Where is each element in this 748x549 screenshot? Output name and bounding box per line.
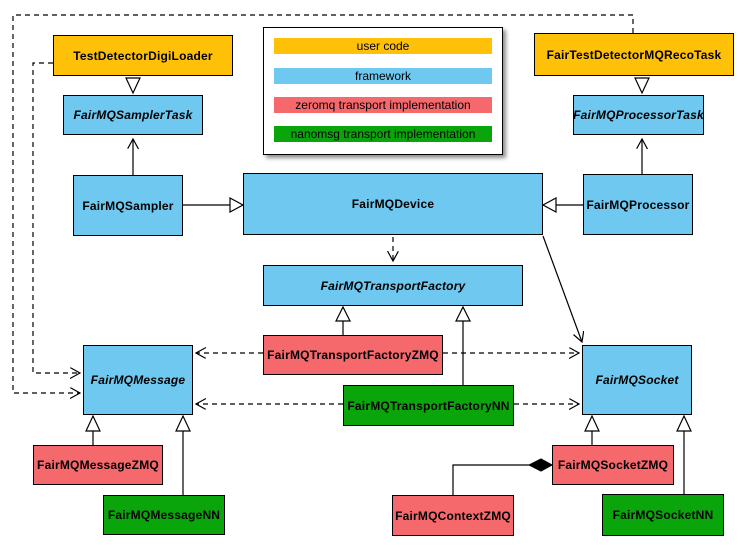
- triangle-processor-device: [541, 196, 557, 214]
- triangle-socketnn-socket: [676, 414, 692, 432]
- node-fairmq-transport-factory: FairMQTransportFactory: [263, 265, 523, 306]
- node-fairmq-message: FairMQMessage: [83, 345, 193, 415]
- node-fairmq-sampler-task: FairMQSamplerTask: [63, 95, 203, 135]
- diamond-contextzmq-socketzmq: [527, 458, 554, 472]
- legend: user code framework zeromq transport imp…: [263, 27, 503, 155]
- triangle-sampler-device: [229, 196, 245, 214]
- triangle-messagenn-message: [175, 414, 191, 432]
- edge-contextzmq-socketzmq-line: [452, 464, 529, 495]
- node-fairmq-device: FairMQDevice: [243, 173, 543, 235]
- legend-item-zeromq: zeromq transport implementation: [274, 97, 492, 113]
- triangle-recotask-processortask: [634, 77, 650, 95]
- node-fairmq-message-nn: FairMQMessageNN: [103, 495, 225, 535]
- node-fairmq-socket-zmq: FairMQSocketZMQ: [552, 445, 674, 485]
- node-fair-test-detector-mq-reco-task: FairTestDetectorMQRecoTask: [534, 33, 734, 76]
- triangle-factoryzmq-factory: [335, 305, 351, 322]
- legend-item-framework: framework: [274, 68, 492, 84]
- edge-digiloader-message: [32, 62, 80, 373]
- node-fairmq-processor-task: FairMQProcessorTask: [573, 95, 704, 135]
- node-fairmq-context-zmq: FairMQContextZMQ: [392, 495, 514, 536]
- node-fairmq-transport-factory-nn: FairMQTransportFactoryNN: [343, 385, 514, 426]
- edge-device-socket: [542, 235, 582, 342]
- node-fairmq-processor: FairMQProcessor: [583, 174, 693, 235]
- triangle-messagezmq-message: [85, 414, 101, 432]
- node-fairmq-socket: FairMQSocket: [582, 345, 692, 415]
- triangle-digiloader-samplertask: [125, 77, 141, 95]
- node-fairmq-socket-nn: FairMQSocketNN: [602, 494, 724, 536]
- legend-item-nanomsg: nanomsg transport implementation: [274, 126, 492, 142]
- node-fairmq-transport-factory-zmq: FairMQTransportFactoryZMQ: [263, 335, 443, 375]
- legend-item-user-code: user code: [274, 38, 492, 54]
- triangle-factorynn-factory: [455, 305, 471, 322]
- node-fairmq-sampler: FairMQSampler: [73, 175, 183, 236]
- edge-recotask-message: [12, 14, 634, 393]
- node-test-detector-digi-loader: TestDetectorDigiLoader: [53, 35, 233, 76]
- node-fairmq-message-zmq: FairMQMessageZMQ: [33, 445, 163, 485]
- triangle-socketzmq-socket: [584, 414, 600, 432]
